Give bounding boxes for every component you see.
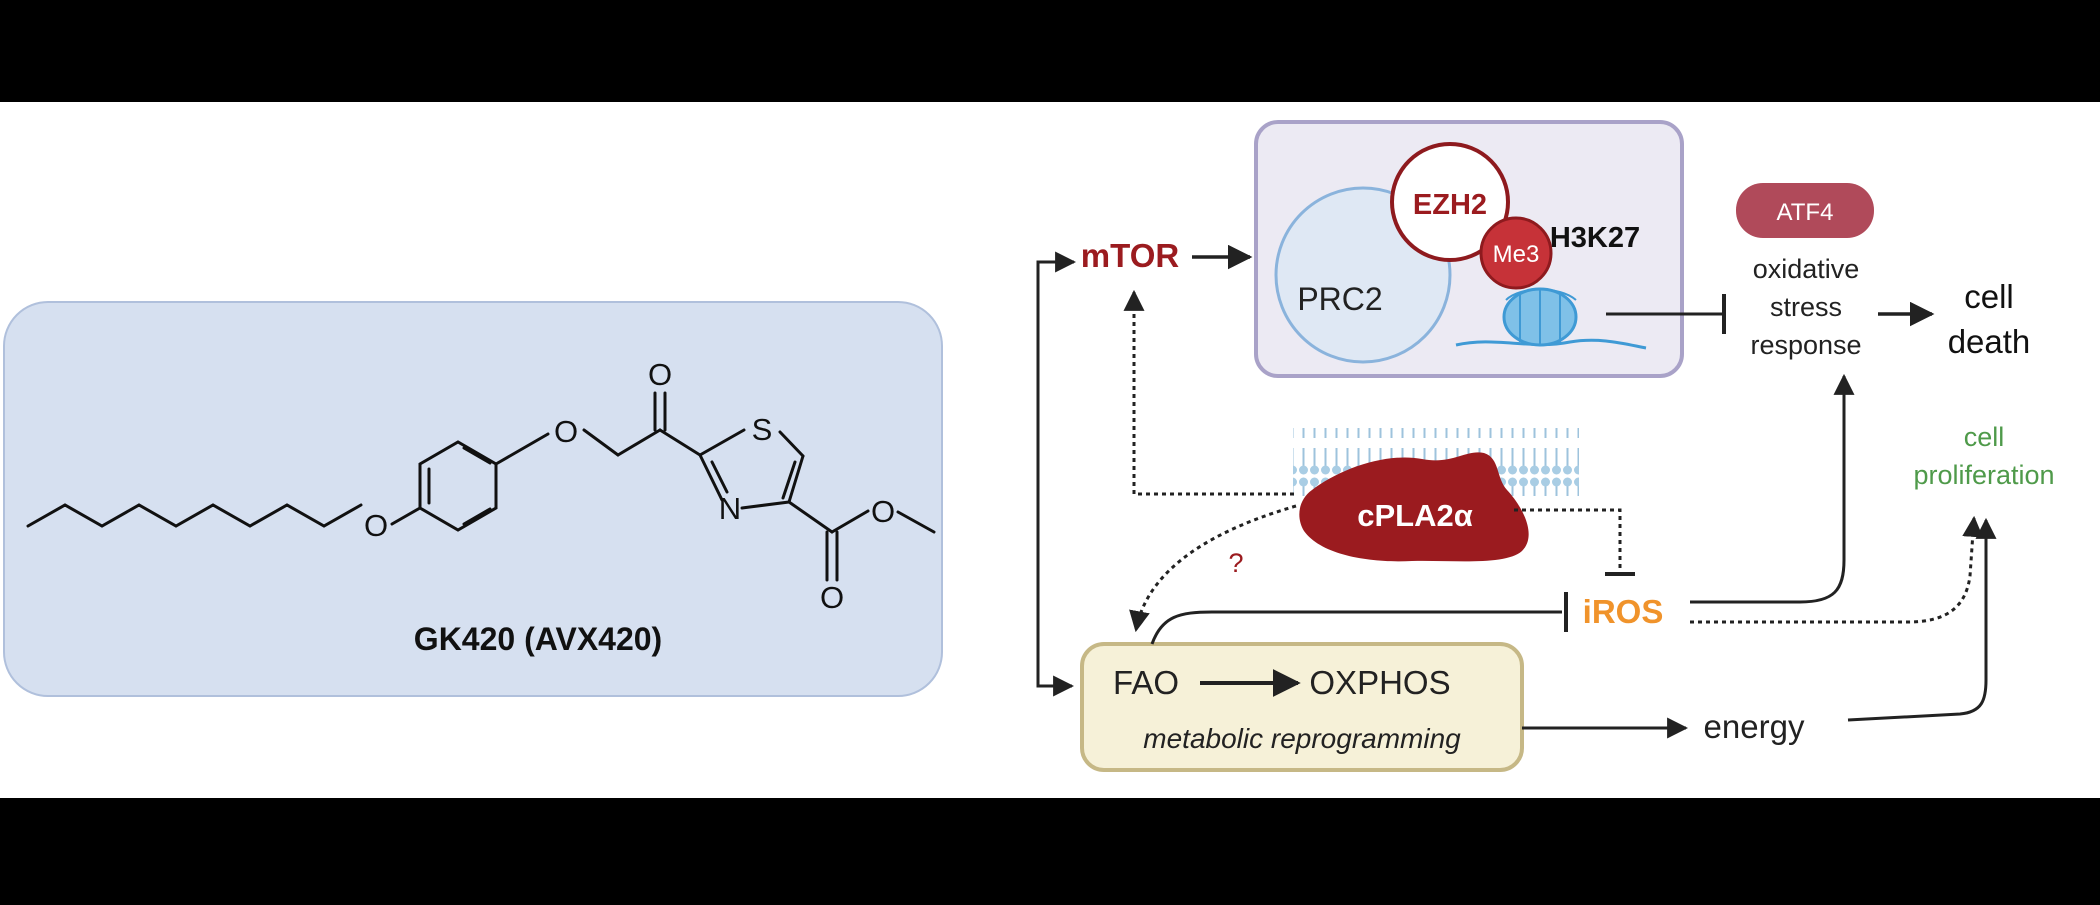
- ketone-oxygen-label: O: [648, 357, 672, 392]
- cpla2a-inhibits-iros-line: [1514, 508, 1622, 572]
- nitrogen-label: N: [719, 491, 741, 526]
- cpla2a-to-mtor-arrow: [1123, 289, 1294, 496]
- atf4-label: ATF4: [1777, 199, 1834, 226]
- iros-to-stress-arrow: [1690, 373, 1855, 604]
- fao-label: FAO: [1113, 664, 1179, 701]
- iros-to-proliferation-arrow: [1690, 515, 1984, 624]
- prolif-label-line1: cell: [1964, 422, 2005, 452]
- mtor-fao-bidirectional-arrow: [1036, 251, 1077, 697]
- alkoxy-oxygen-label: O: [364, 508, 388, 543]
- nucleosome-icon: [1455, 287, 1647, 350]
- prc2-label: PRC2: [1297, 281, 1382, 317]
- me3-label: Me3: [1493, 241, 1540, 268]
- pathway-diagram: PRC2 EZH2 Me3 H3K27 mTOR ATF4 oxidative …: [1036, 120, 2055, 772]
- cpla2a-label: cPLA2α: [1357, 498, 1473, 533]
- me3-circle: [1479, 216, 1553, 290]
- fao-inhibits-iros-line: [1150, 610, 1562, 645]
- carbonyl-oxygen-label: O: [820, 580, 844, 615]
- compound-panel: O O O S N O O GK420 (AVX420): [3, 301, 943, 697]
- stress-label-line1: oxidative: [1753, 254, 1860, 284]
- ester-oxygen-label: O: [871, 494, 895, 529]
- cpla2a-to-fao-arrow: [1129, 504, 1297, 633]
- iros-label: iROS: [1583, 593, 1664, 630]
- death-label-line1: cell: [1964, 278, 2014, 315]
- metabolic-reprogramming-label: metabolic reprogramming: [1143, 723, 1461, 754]
- sulfur-label: S: [752, 412, 773, 447]
- compound-box: [3, 301, 943, 697]
- ezh2-label: EZH2: [1413, 189, 1487, 221]
- compound-name: GK420 (AVX420): [414, 621, 662, 657]
- atf4-pill: [1736, 183, 1874, 238]
- prolif-label-line2: proliferation: [1913, 460, 2054, 490]
- energy-label: energy: [1704, 708, 1805, 745]
- stress-label-line2: stress: [1770, 292, 1842, 322]
- energy-to-proliferation-arrow: [1847, 517, 1997, 722]
- question-mark: ?: [1228, 548, 1243, 578]
- h3k27-label: H3K27: [1550, 222, 1640, 254]
- metabolic-box: [1080, 642, 1524, 772]
- chemical-structure: [26, 391, 936, 582]
- ether-oxygen-label: O: [554, 414, 578, 449]
- oxphos-label: OXPHOS: [1309, 664, 1450, 701]
- mtor-label: mTOR: [1081, 237, 1180, 274]
- stress-label-line3: response: [1750, 330, 1861, 360]
- ezh2-circle: [1390, 142, 1510, 262]
- death-label-line2: death: [1948, 323, 2031, 360]
- cpla2a-protein: [1299, 452, 1529, 562]
